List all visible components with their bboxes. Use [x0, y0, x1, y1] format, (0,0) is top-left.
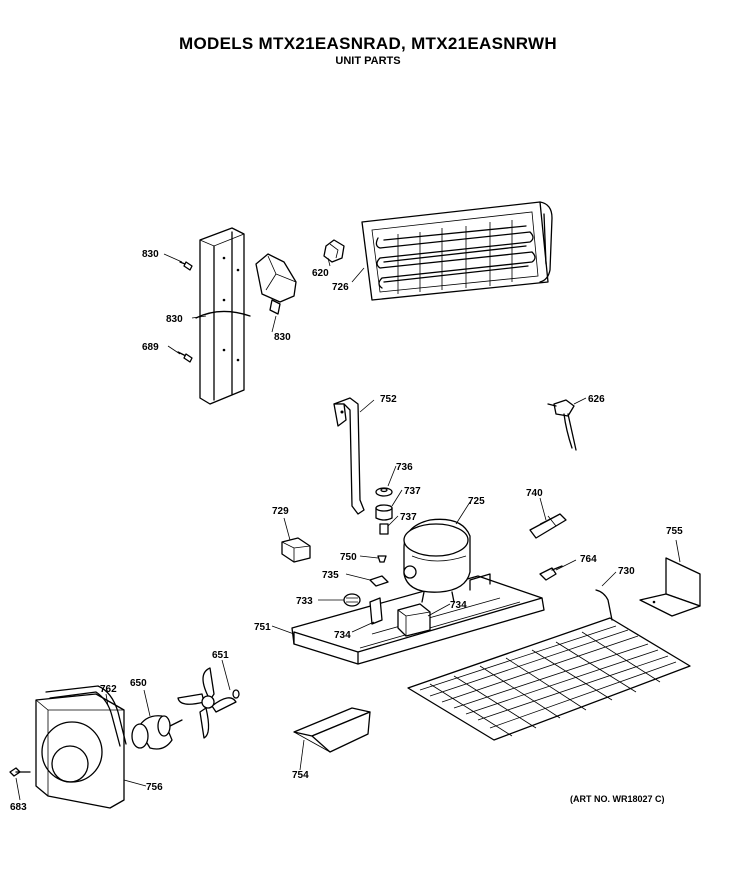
relay-729-part — [281, 537, 311, 563]
callout-734-a: 734 — [450, 600, 467, 611]
callout-755: 755 — [666, 526, 683, 537]
gasket-762-part — [45, 685, 127, 747]
bracket-620-part — [323, 239, 345, 263]
grommet-parts — [375, 487, 393, 535]
callout-752: 752 — [380, 394, 397, 405]
callout-751: 751 — [254, 622, 271, 633]
callout-620: 620 — [312, 268, 329, 279]
callout-729: 729 — [272, 506, 289, 517]
harness-626-part — [547, 399, 577, 451]
corner-bracket-part — [639, 557, 701, 617]
callout-756: 756 — [146, 782, 163, 793]
callout-725: 725 — [468, 496, 485, 507]
side-channel-part — [195, 227, 251, 405]
wedge-754-part — [293, 707, 371, 753]
overload-734-part — [369, 597, 431, 637]
screw-750-part — [377, 555, 387, 563]
diagram-title: MODELS MTX21EASNRAD, MTX21EASNRWH — [179, 34, 557, 53]
mounting-strap-part — [333, 397, 365, 515]
callout-651: 651 — [212, 650, 229, 661]
callout-740: 740 — [526, 488, 543, 499]
clip-740-part — [529, 513, 567, 539]
compressor-part — [403, 518, 471, 603]
condenser-coil-part — [361, 201, 553, 301]
callout-762: 762 — [100, 684, 117, 695]
callout-750: 750 — [340, 552, 357, 563]
callout-754: 754 — [292, 770, 309, 781]
callout-830-bracket: 830 — [274, 332, 291, 343]
fan-motor-part — [131, 715, 183, 750]
callout-830-screw: 830 — [142, 249, 159, 260]
callout-689: 689 — [142, 342, 159, 353]
terminal-735-part — [369, 575, 389, 587]
clip-764-part — [539, 565, 563, 581]
bracket-830-part — [255, 253, 297, 315]
callout-734-b: 734 — [334, 630, 351, 641]
capacitor-733-part — [343, 593, 361, 607]
callout-726: 726 — [332, 282, 349, 293]
screw-689-part — [177, 351, 193, 363]
screw-683-part — [9, 767, 31, 777]
condenser-grid-part — [407, 589, 691, 741]
fan-shroud-part — [35, 693, 125, 809]
callout-735: 735 — [322, 570, 339, 581]
callout-labels: 830 830 830 689 620 726 752 626 736 737 … — [10, 249, 683, 813]
callout-733: 733 — [296, 596, 313, 607]
diagram-subtitle: UNIT PARTS — [335, 55, 401, 67]
callout-626: 626 — [588, 394, 605, 405]
callout-737-b: 737 — [400, 512, 417, 523]
callout-764: 764 — [580, 554, 597, 565]
callout-650: 650 — [130, 678, 147, 689]
callout-737-a: 737 — [404, 486, 421, 497]
art-number: (ART NO. WR18027 C) — [570, 794, 665, 804]
callout-736: 736 — [396, 462, 413, 473]
screw-830-part — [179, 261, 193, 271]
callout-730: 730 — [618, 566, 635, 577]
callout-830-channel: 830 — [166, 314, 183, 325]
leader-lines — [15, 253, 681, 801]
fan-blade-part — [177, 667, 240, 739]
callout-683: 683 — [10, 802, 27, 813]
